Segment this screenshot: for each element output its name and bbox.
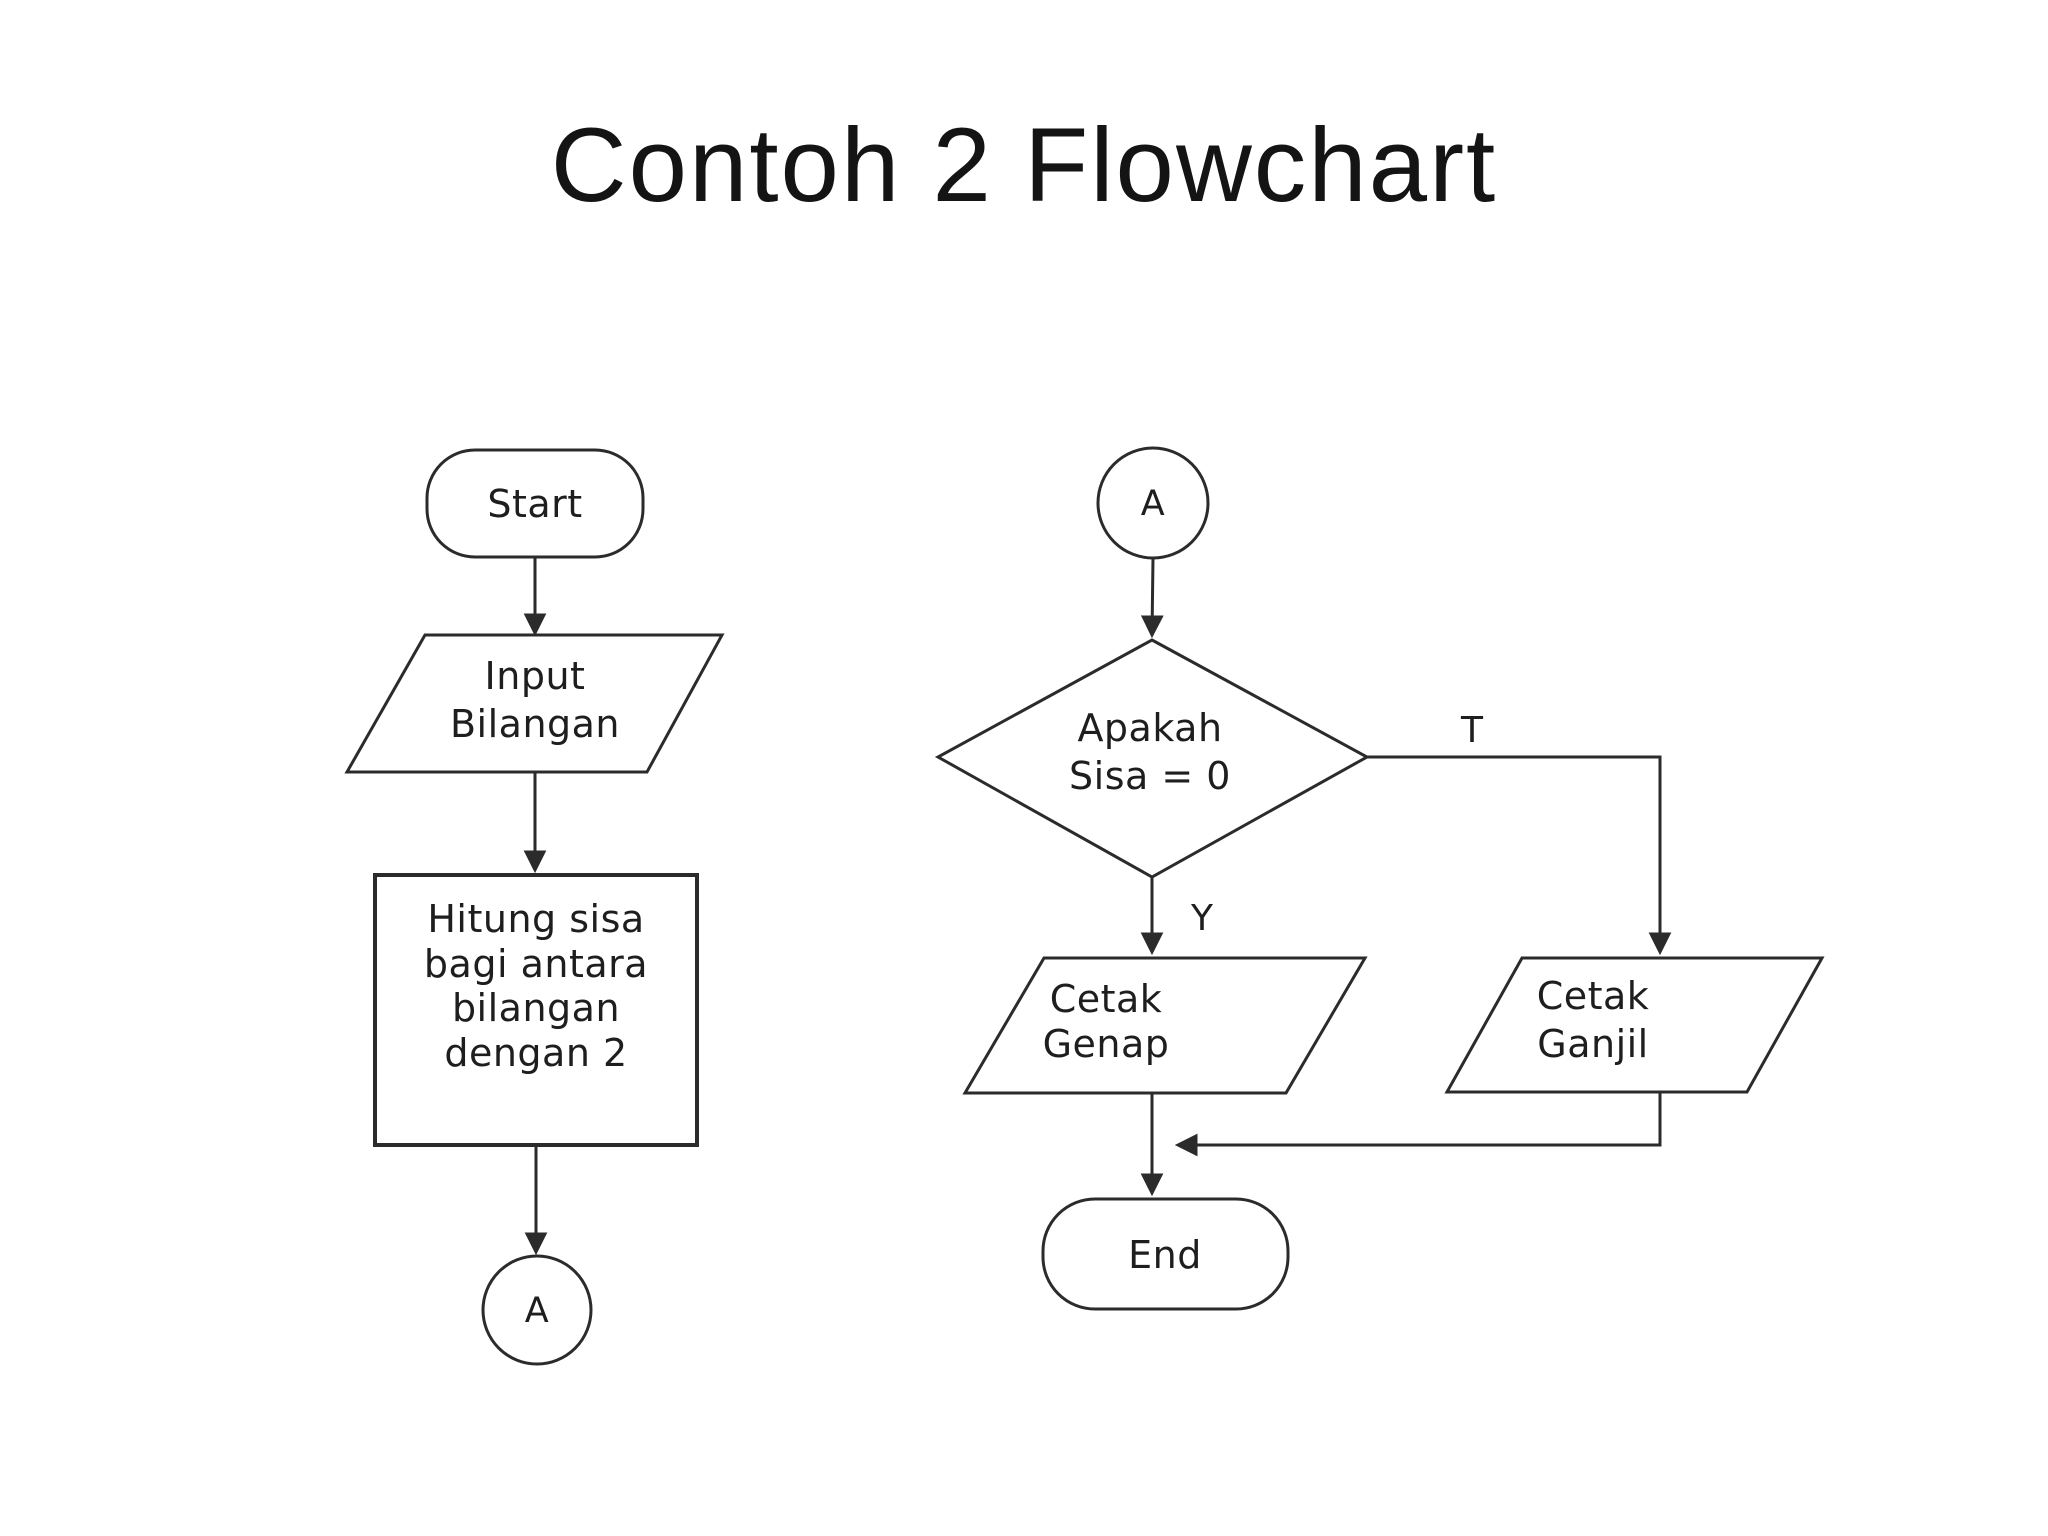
process-label-line1: Hitung sisa	[427, 897, 644, 941]
cetak-ganjil-parallelogram-shape	[1444, 956, 1825, 1094]
process-label-line2: bagi antara	[424, 942, 648, 986]
node-cetak-ganjil: Cetak Ganjil	[1444, 956, 1825, 1094]
process-rect-shape	[373, 873, 699, 1147]
end-terminator-shape	[1041, 1197, 1290, 1311]
slide-title: Contoh 2 Flowchart	[550, 107, 1498, 224]
connector-a-in-label: A	[1141, 484, 1165, 524]
cetak-ganjil-label-line2: Ganjil	[1537, 1022, 1649, 1066]
cetak-genap-label-line1: Cetak	[1050, 977, 1163, 1021]
node-connector-a-out: A	[481, 1254, 593, 1366]
node-start: Start	[425, 448, 645, 559]
connector-a-out-label: A	[525, 1291, 549, 1331]
input-label-line2: Bilangan	[450, 702, 620, 746]
node-input-bilangan: Input Bilangan	[344, 633, 725, 774]
branch-no-label: T	[1460, 710, 1484, 751]
cetak-genap-parallelogram-shape	[962, 956, 1368, 1095]
cetak-genap-label-line2: Genap	[1043, 1022, 1170, 1066]
edge-ganjil-to-merge	[1174, 1093, 1662, 1157]
node-connector-a-in: A	[1096, 446, 1210, 560]
edge-decision-no	[1367, 755, 1672, 956]
node-cetak-genap: Cetak Genap	[962, 956, 1368, 1095]
input-parallelogram-shape	[344, 633, 725, 774]
process-label-line4: dengan 2	[444, 1031, 627, 1075]
node-process-hitung-sisa: Hitung sisa bagi antara bilangan dengan …	[373, 873, 699, 1147]
start-label: Start	[487, 482, 582, 526]
process-label-line3: bilangan	[452, 986, 620, 1030]
input-label-line1: Input	[485, 654, 586, 698]
end-label: End	[1128, 1233, 1202, 1277]
cetak-ganjil-label-line1: Cetak	[1537, 974, 1650, 1018]
edge-connector-to-decision	[1140, 557, 1164, 639]
node-decision-apakah-sisa: Apakah Sisa = 0	[934, 638, 1371, 879]
branch-yes-label: Y	[1190, 898, 1214, 939]
decision-label-line1: Apakah	[1077, 706, 1222, 750]
node-end: End	[1041, 1197, 1290, 1311]
decision-label-line2: Sisa = 0	[1069, 754, 1231, 798]
connector-a-out-circle-shape	[481, 1254, 593, 1366]
